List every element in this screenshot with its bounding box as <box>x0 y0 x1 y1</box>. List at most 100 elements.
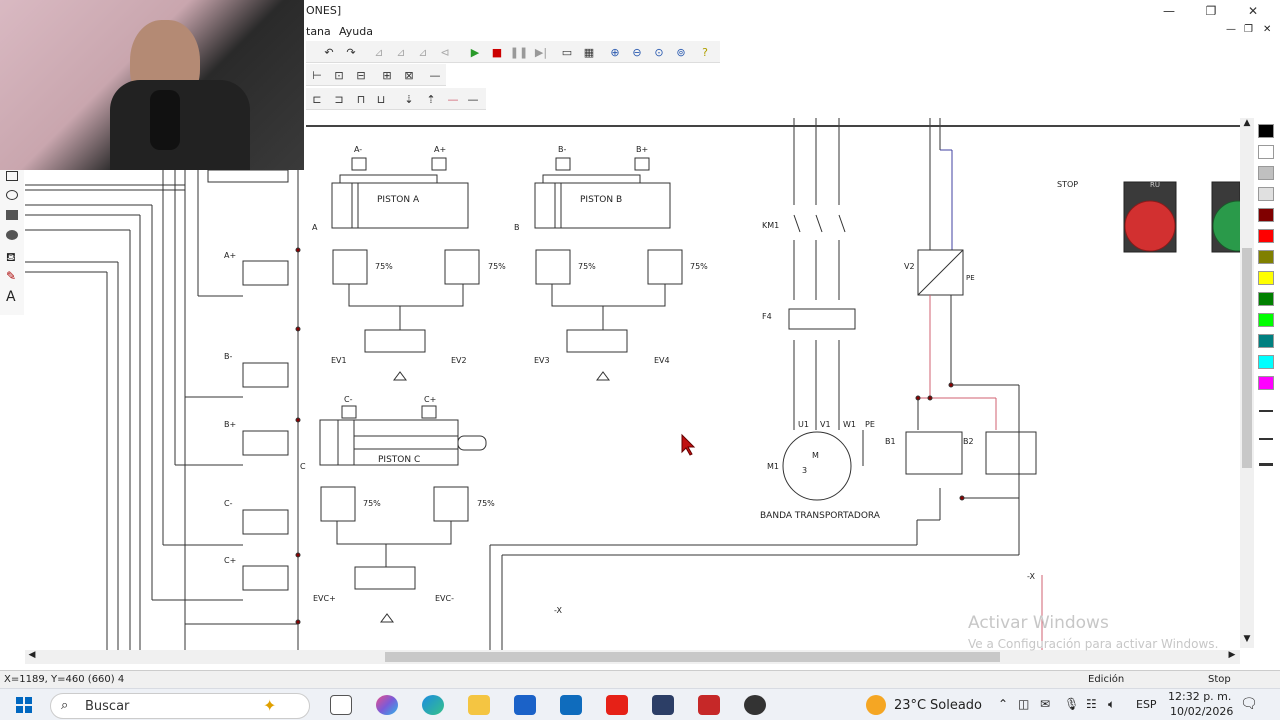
color-swatch-13[interactable] <box>1258 376 1274 390</box>
play-icon[interactable]: ▶ <box>470 45 480 59</box>
tray-wifi-icon[interactable]: ☷ <box>1086 697 1097 711</box>
line-width-thin-icon[interactable] <box>1259 410 1273 412</box>
outlook-icon[interactable] <box>560 695 582 715</box>
tray-chevron-icon[interactable]: ⌃ <box>998 697 1009 711</box>
component-11-icon[interactable]: ⇡ <box>426 92 436 106</box>
tray-network-icon[interactable]: ◫ <box>1018 697 1030 711</box>
motor-caption: BANDA TRANSPORTADORA <box>760 511 880 521</box>
piston-b-valve-2: 75% <box>690 262 708 271</box>
grid-icon[interactable]: ▦ <box>583 45 595 59</box>
color-swatch-4[interactable] <box>1258 187 1274 201</box>
copilot-icon[interactable] <box>376 695 398 715</box>
start-button[interactable] <box>16 697 32 713</box>
align-left-icon[interactable]: ⊿ <box>374 45 384 59</box>
youtube-icon[interactable] <box>606 695 628 715</box>
zoom-fit-icon[interactable]: ⊙ <box>654 45 664 59</box>
scroll-left-icon[interactable]: ◀ <box>28 650 36 660</box>
task-view-icon[interactable] <box>330 695 352 715</box>
clock-date[interactable]: 10/02/2026 <box>1170 705 1234 718</box>
rect-tool-icon[interactable] <box>6 171 18 181</box>
close-button[interactable]: ✕ <box>1247 4 1259 18</box>
pause-icon[interactable]: ❚❚ <box>509 45 529 59</box>
zoom-in-icon[interactable]: ⊕ <box>610 45 620 59</box>
menu-ayuda[interactable]: Ayuda <box>339 25 373 38</box>
pen-tool-icon[interactable]: ✎ <box>6 269 17 283</box>
fill-tool-icon[interactable]: ⛾ <box>6 250 16 264</box>
component-5-icon[interactable]: ⊠ <box>404 68 414 82</box>
color-swatch-3[interactable] <box>1258 166 1274 180</box>
scroll-right-icon[interactable]: ▶ <box>1228 650 1236 660</box>
line-tool-icon[interactable]: — <box>429 68 441 82</box>
color-swatch-12[interactable] <box>1258 355 1274 369</box>
color-swatch-1[interactable] <box>1258 124 1274 138</box>
store-icon[interactable] <box>514 695 536 715</box>
help-icon[interactable]: ? <box>702 45 708 59</box>
zoom-out-icon[interactable]: ⊖ <box>632 45 642 59</box>
line-width-medium-icon[interactable] <box>1259 438 1273 440</box>
keyboard-language[interactable]: ESP <box>1136 698 1157 711</box>
weather-description[interactable]: Soleado <box>930 698 982 713</box>
mdi-minimize-button[interactable]: — <box>1226 24 1236 35</box>
zoom-area-icon[interactable]: ⊚ <box>676 45 686 59</box>
scroll-up-icon[interactable]: ▲ <box>1243 118 1251 128</box>
align-right-icon[interactable]: ⊿ <box>396 45 406 59</box>
tray-mic-icon[interactable]: 🎙︎ <box>1064 697 1080 711</box>
color-swatch-10[interactable] <box>1258 313 1274 327</box>
minimize-button[interactable]: — <box>1163 4 1175 18</box>
component-1-icon[interactable]: ⊢ <box>312 68 322 82</box>
vertical-scrollbar[interactable]: ▲ ▼ <box>1240 118 1254 648</box>
notifications-icon[interactable]: 🗨︎ <box>1240 696 1258 712</box>
ellipse-tool-icon[interactable] <box>6 190 18 200</box>
horizontal-scrollbar[interactable]: ◀ ▶ <box>25 650 1240 664</box>
diagram-canvas[interactable]: PISTON A A A- A+ 75% 75% EV1 EV2 PISTON … <box>0 115 1240 650</box>
mdi-restore-button[interactable]: ❐ <box>1244 24 1253 35</box>
filled-ellipse-tool-icon[interactable] <box>6 230 18 240</box>
color-swatch-9[interactable] <box>1258 292 1274 306</box>
obs-icon[interactable] <box>744 695 766 715</box>
line-width-thick-icon[interactable] <box>1259 463 1273 466</box>
color-swatch-8[interactable] <box>1258 271 1274 285</box>
color-swatch-6[interactable] <box>1258 229 1274 243</box>
taskbar-search[interactable]: ⌕ Buscar ✦ <box>50 693 310 719</box>
coord-marker-1: -X <box>554 606 562 615</box>
tray-volume-icon[interactable]: 🔈︎ <box>1108 697 1116 711</box>
color-swatch-5[interactable] <box>1258 208 1274 222</box>
text-tool-icon[interactable]: A <box>6 289 16 305</box>
cade-simu-icon[interactable] <box>698 695 720 715</box>
mdi-close-button[interactable]: ✕ <box>1263 24 1272 35</box>
align-top-icon[interactable]: ⊿ <box>418 45 428 59</box>
color-swatch-11[interactable] <box>1258 334 1274 348</box>
menu-ventana[interactable]: tana <box>306 25 331 38</box>
component-2-icon[interactable]: ⊡ <box>334 68 344 82</box>
component-7-icon[interactable]: ⊐ <box>334 92 344 106</box>
file-explorer-icon[interactable] <box>468 695 490 715</box>
component-4-icon[interactable]: ⊞ <box>382 68 392 82</box>
wire-black-icon[interactable]: — <box>467 92 479 106</box>
piston-b-valve-1: 75% <box>578 262 596 271</box>
align-bottom-icon[interactable]: ⊲ <box>440 45 450 59</box>
component-6-icon[interactable]: ⊏ <box>312 92 322 106</box>
weather-icon[interactable] <box>866 695 886 715</box>
color-swatch-2[interactable] <box>1258 145 1274 159</box>
app-calculator-icon[interactable] <box>652 695 674 715</box>
wire-red-icon[interactable]: — <box>447 92 459 106</box>
stop-icon[interactable]: ■ <box>491 45 503 59</box>
maximize-button[interactable]: ❐ <box>1205 4 1217 18</box>
filled-rect-tool-icon[interactable] <box>6 210 18 220</box>
color-swatch-7[interactable] <box>1258 250 1274 264</box>
vertical-scroll-thumb[interactable] <box>1242 248 1252 468</box>
tray-mail-icon[interactable]: ✉ <box>1040 697 1051 711</box>
redo-icon[interactable]: ↷ <box>346 45 356 59</box>
component-3-icon[interactable]: ⊟ <box>356 68 366 82</box>
edge-icon[interactable] <box>422 695 444 715</box>
clock-time[interactable]: 12:32 p. m. <box>1168 690 1232 703</box>
component-10-icon[interactable]: ⇣ <box>404 92 414 106</box>
step-icon[interactable]: ▶| <box>534 45 548 59</box>
component-8-icon[interactable]: ⊓ <box>356 92 366 106</box>
component-9-icon[interactable]: ⊔ <box>376 92 386 106</box>
weather-temperature[interactable]: 23°C <box>894 698 927 713</box>
scroll-down-icon[interactable]: ▼ <box>1243 634 1251 644</box>
undo-icon[interactable]: ↶ <box>324 45 334 59</box>
window-icon[interactable]: ▭ <box>561 45 573 59</box>
horizontal-scroll-thumb[interactable] <box>385 652 1000 662</box>
